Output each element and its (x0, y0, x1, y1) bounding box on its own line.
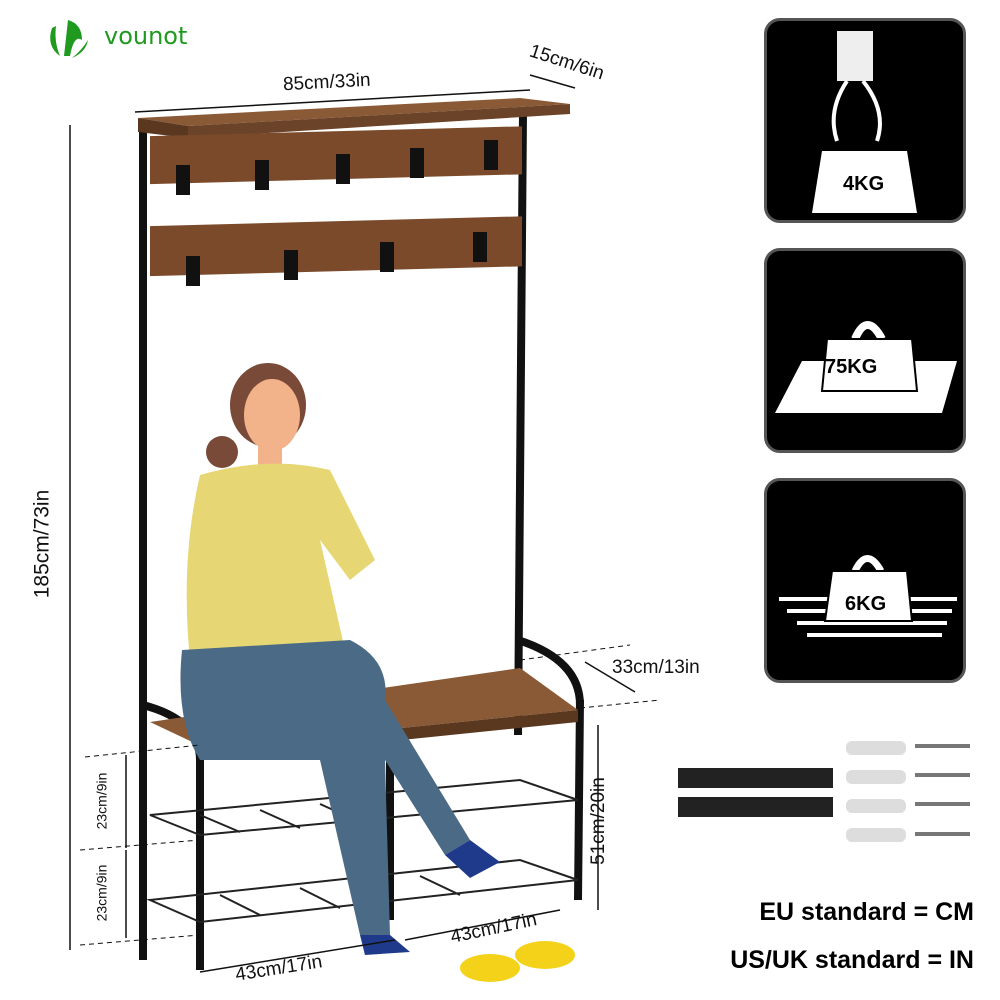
brand-logo-icon (46, 18, 90, 60)
lower-shelf-gap-dimension: 23cm/9in (93, 864, 110, 922)
height-dimension: 185cm/73in (30, 489, 54, 599)
upper-shelf-gap-dimension: 23cm/9in (93, 772, 110, 830)
frame (139, 111, 584, 970)
us-standard-note: US/UK standard = IN (730, 946, 974, 974)
slipper (460, 954, 520, 982)
shelf-capacity-panel: 6KG (764, 478, 966, 683)
slipper (515, 941, 575, 969)
shelf-weight-icon (779, 555, 957, 637)
width-dimension: 85cm/33in (282, 69, 372, 96)
eu-standard-note: EU standard = CM (759, 898, 974, 926)
hooks (176, 140, 498, 286)
hook-capacity-panel: 4KG (764, 18, 966, 223)
hook-capacity-label: 4KG (843, 173, 885, 195)
top-shelf (138, 98, 570, 126)
shelf-capacity-label: 6KG (845, 593, 887, 615)
bench-capacity-label: 75KG (825, 356, 878, 378)
hook-board-lower (150, 216, 522, 277)
brand-name: vounot (104, 22, 188, 50)
bench-weight-icon (775, 321, 957, 413)
shoe-shelf-lower (146, 858, 579, 924)
bench-depth-dimension: 33cm/13in (612, 657, 700, 678)
bench-capacity-panel: 75KG (764, 248, 966, 453)
dimension-lines (69, 74, 636, 973)
bench-height-dimension: 51cm/20in (587, 777, 609, 865)
hook-weight-icon (812, 31, 917, 213)
seated-person (180, 363, 500, 955)
